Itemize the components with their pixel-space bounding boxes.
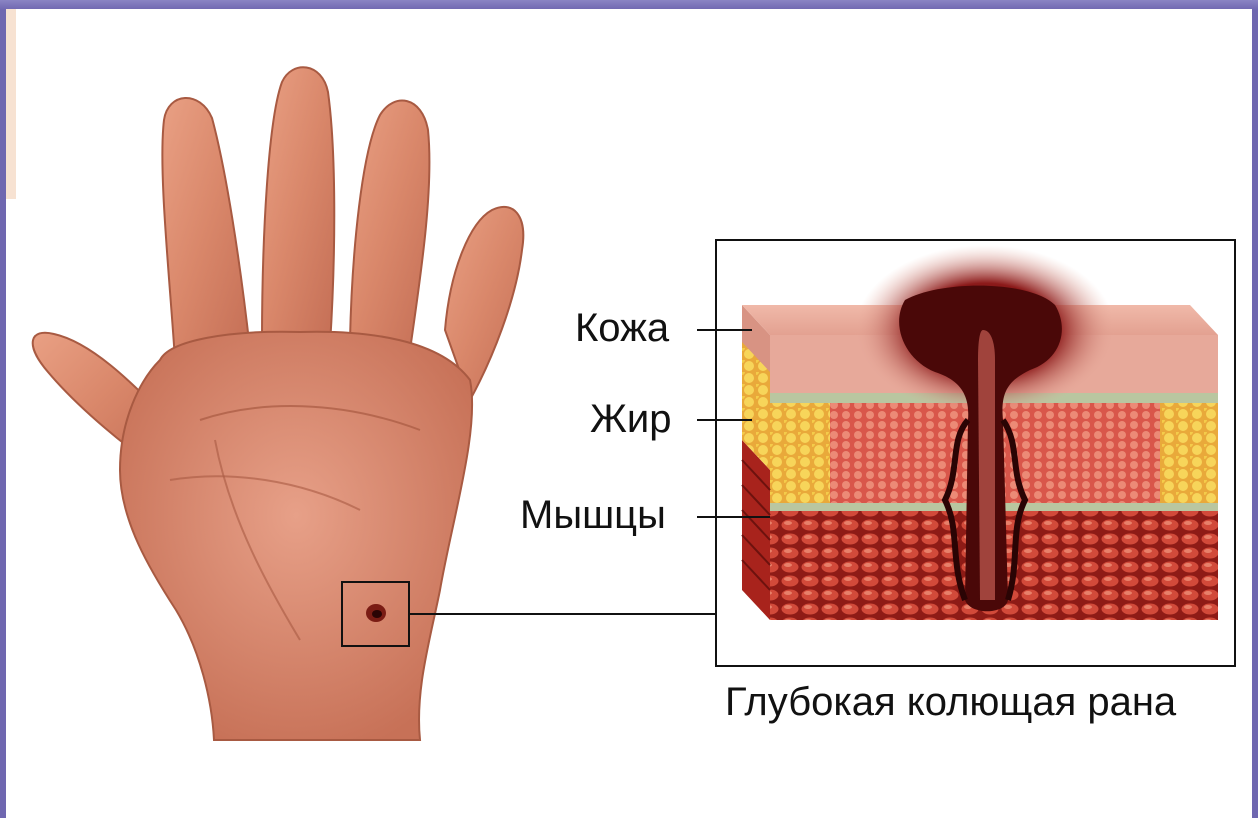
palm-wound-center bbox=[372, 610, 382, 618]
muscle-side bbox=[742, 440, 770, 620]
palm bbox=[120, 332, 472, 740]
fat-front-left bbox=[770, 403, 830, 503]
label-fat: Жир bbox=[590, 397, 672, 442]
fat-front-right bbox=[1160, 403, 1218, 503]
wound-channel-highlight bbox=[978, 330, 995, 600]
caption: Глубокая колющая рана bbox=[725, 680, 1176, 725]
label-skin: Кожа bbox=[575, 306, 669, 351]
ring-finger bbox=[350, 101, 429, 350]
hand-illustration bbox=[33, 67, 524, 740]
index-finger bbox=[162, 98, 250, 360]
label-muscles: Мышцы bbox=[520, 493, 666, 538]
middle-finger bbox=[262, 67, 334, 345]
